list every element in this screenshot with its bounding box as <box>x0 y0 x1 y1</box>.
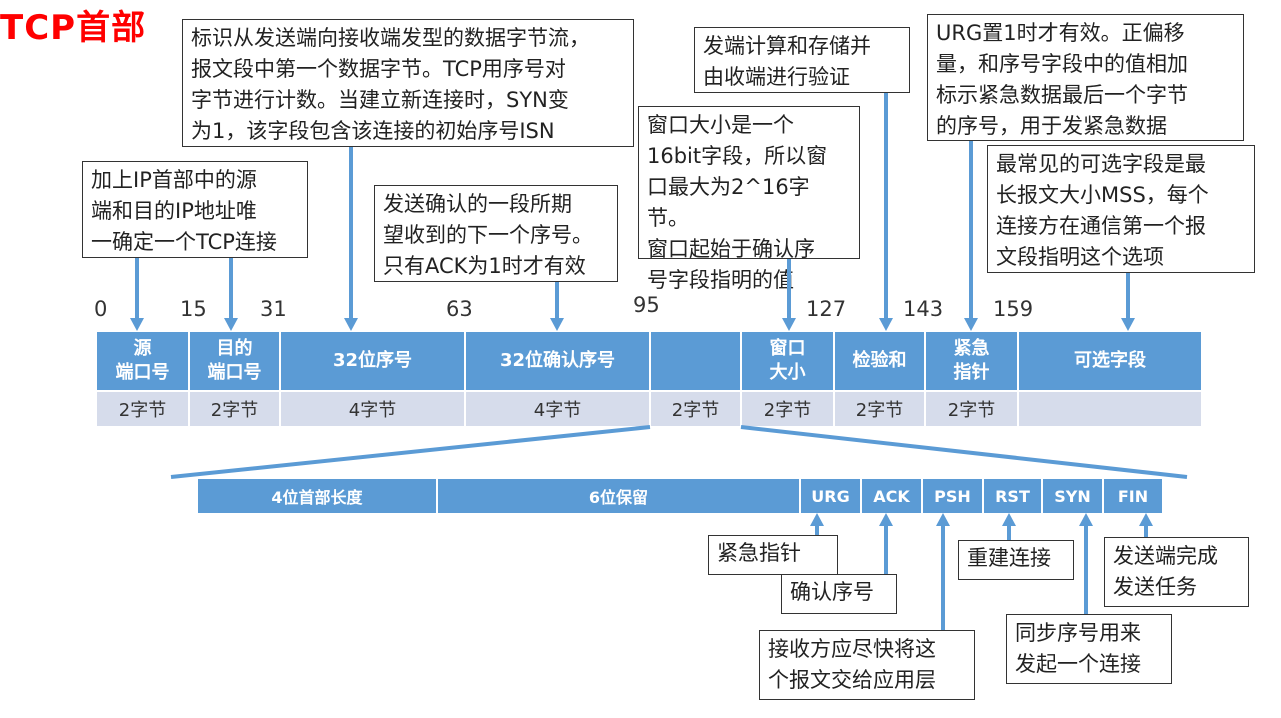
flag-fin: FIN <box>1104 479 1162 513</box>
arrow-ack <box>550 282 564 331</box>
size-options <box>1019 392 1201 426</box>
bit-tick: 31 <box>260 297 287 321</box>
note-options: 最常见的可选字段是最 长报文大小MSS，每个 连接方在通信第一个报 文段指明这个… <box>987 145 1255 273</box>
arrow-flag-rst <box>1002 513 1016 540</box>
arrow-sequence <box>344 147 358 331</box>
flag-rst: RST <box>984 479 1041 513</box>
note-flag-rst: 重建连接 <box>958 540 1074 580</box>
note-urgent: URG置1时才有效。正偏移 量，和序号字段中的值相加 标示紧急数据最后一个字节 … <box>927 14 1244 141</box>
size-ack-number: 4字节 <box>466 392 649 426</box>
arrow-urgent <box>964 141 978 331</box>
note-flag-ack: 确认序号 <box>781 574 897 614</box>
arrow-flag-urg <box>810 513 824 535</box>
flag-ack: ACK <box>862 479 921 513</box>
note-ip-pair: 加上IP首部中的源 端和目的IP地址唯 一确定一个TCP连接 <box>82 161 308 258</box>
arrow-window <box>782 259 796 331</box>
field-checksum: 检验和 <box>835 332 924 390</box>
flag-urg: URG <box>801 479 860 513</box>
note-flag-syn: 同步序号用来 发起一个连接 <box>1006 614 1172 684</box>
field-options: 可选字段 <box>1019 332 1201 390</box>
note-flag-psh: 接收方应尽快将这 个报文交给应用层 <box>759 630 975 700</box>
size-sequence: 4字节 <box>281 392 464 426</box>
bit-tick: 15 <box>180 297 207 321</box>
field-urgent-pointer: 紧急 指针 <box>926 332 1017 390</box>
field-flags-block <box>651 332 740 390</box>
size-source-port: 2字节 <box>97 392 188 426</box>
note-window: 窗口大小是一个 16bit字段，所以窗 口最大为2^16字节。 窗口起始于确认序… <box>638 106 860 292</box>
note-sequence: 标识从发送端向接收端发型的数据字节流， 报文段中第一个数据字节。TCP用序号对 … <box>182 19 634 147</box>
bit-tick: 127 <box>806 297 847 321</box>
page-title: TCP首部 <box>0 8 147 48</box>
size-dest-port: 2字节 <box>190 392 279 426</box>
size-checksum: 2字节 <box>835 392 924 426</box>
arrow-flag-psh <box>936 513 950 630</box>
arrow-ip-pair <box>130 258 238 331</box>
size-flags-block: 2字节 <box>651 392 740 426</box>
note-ack: 发送确认的一段所期 望收到的下一个序号。 只有ACK为1时才有效 <box>374 185 618 282</box>
arrow-flag-fin <box>1139 513 1153 537</box>
field-reserved: 6位保留 <box>438 479 799 513</box>
note-flag-fin: 发送端完成 发送任务 <box>1104 537 1249 607</box>
field-sequence: 32位序号 <box>281 332 464 390</box>
bit-tick: 95 <box>633 293 660 317</box>
flag-psh: PSH <box>923 479 982 513</box>
size-urgent-pointer: 2字节 <box>926 392 1017 426</box>
field-dest-port: 目的 端口号 <box>190 332 279 390</box>
expansion-lines <box>170 425 1188 479</box>
bit-tick: 159 <box>993 297 1034 321</box>
bit-tick: 143 <box>903 297 944 321</box>
bit-tick: 63 <box>446 297 473 321</box>
field-source-port: 源 端口号 <box>97 332 188 390</box>
field-ack-number: 32位确认序号 <box>466 332 649 390</box>
note-checksum: 发端计算和存储并 由收端进行验证 <box>694 27 910 93</box>
field-window: 窗口 大小 <box>742 332 833 390</box>
note-flag-urg: 紧急指针 <box>708 535 838 575</box>
arrow-checksum <box>879 93 893 331</box>
arrow-options <box>1121 273 1135 331</box>
field-header-length: 4位首部长度 <box>198 479 436 513</box>
arrow-flag-syn <box>1079 513 1093 614</box>
arrow-flag-ack <box>879 513 893 574</box>
size-window: 2字节 <box>742 392 833 426</box>
bit-tick: 0 <box>94 297 108 321</box>
flag-syn: SYN <box>1043 479 1102 513</box>
